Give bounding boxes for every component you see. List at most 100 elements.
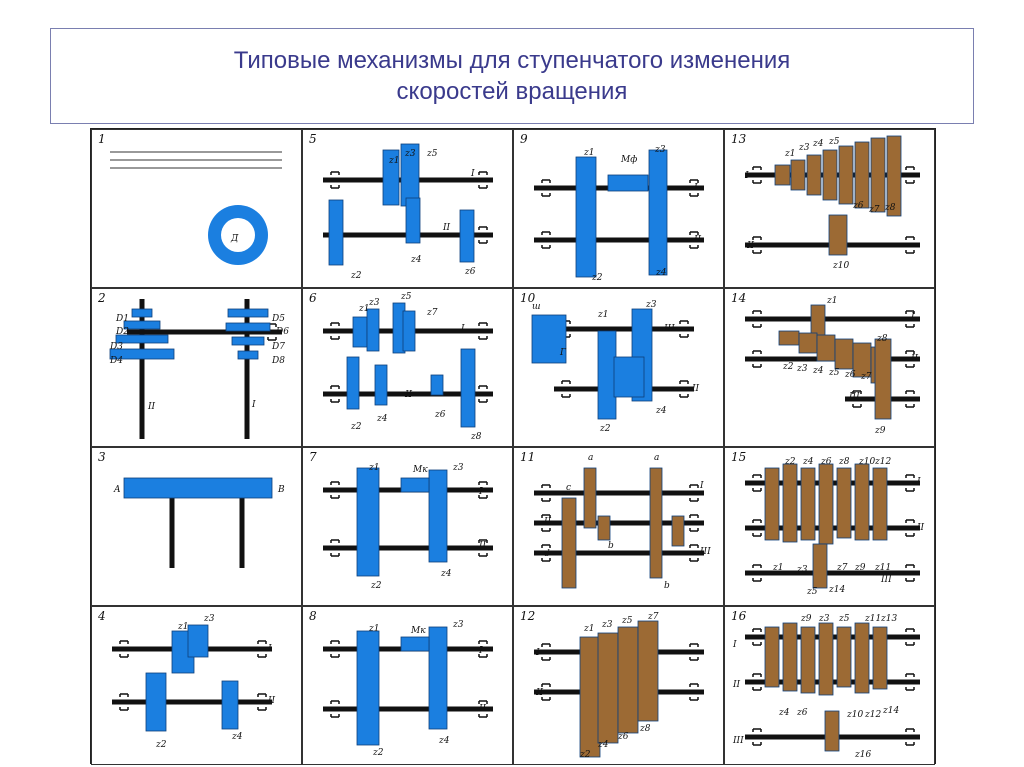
gear-label: I [699,481,704,491]
bearing [541,683,551,701]
vertical-shaft [244,299,250,439]
gear-label: z4 [655,406,667,416]
gear-label: z14 [882,706,899,716]
gear-label: Д [230,234,239,244]
shaft [534,550,704,556]
gear [328,199,344,266]
gear-label: z2 [155,740,167,750]
gear [838,145,854,205]
gear [774,164,791,186]
gear-label: z2 [782,362,794,372]
gear-label: I [470,169,475,179]
gear-label: d [544,549,550,559]
gear-label: z7 [860,372,872,382]
bearing [689,683,699,701]
gear [834,338,854,370]
gear-label: z1 [358,304,369,314]
gear-label: I [478,646,483,656]
gear-label: z4 [655,268,667,278]
gear [356,630,380,746]
gear-label: II [535,688,544,698]
gear-label: z2 [784,457,796,467]
gear-label: III [663,324,675,334]
gear [405,197,421,244]
gear-label: II [693,235,702,245]
gear-label: z3 [818,614,830,624]
gear [764,467,780,541]
bearing [752,350,762,368]
bearing [689,514,699,532]
bearing [478,539,488,557]
gear-label: z6 [434,410,446,420]
gear-label: z5 [806,587,818,597]
gear-label: z3 [203,614,215,624]
bearing [330,322,340,340]
gear-label: z5 [838,614,850,624]
gear-label: b [608,541,614,551]
gear-label: z8 [470,432,482,442]
gear-label: z4 [440,569,452,579]
gear-label: z3 [796,364,808,374]
gear-label: z13 [880,614,897,624]
bearing [541,643,551,661]
gear-label: z5 [426,149,438,159]
gear-label: D4 [109,356,123,366]
gear [428,626,448,730]
gear-label: z10 [846,710,863,720]
gear-label: z4 [812,139,824,149]
gear-label: II [732,680,741,690]
gear [812,543,828,589]
gear-label: D1 [115,314,129,324]
gear [145,672,167,732]
gear-label: III [732,736,744,746]
gear-label: z3 [796,565,808,575]
gear [237,350,259,360]
gear-label: a [588,453,593,463]
bearing [119,640,129,658]
bearing [752,728,762,746]
gear [648,149,668,276]
gear [400,477,430,493]
gear [854,463,870,541]
bearing [541,544,551,562]
gear-label: II [478,541,487,551]
gear [800,626,816,694]
gear-label: z6 [844,370,856,380]
motor-core [221,218,255,252]
slide-title: Типовые механизмы для ступенчатого измен… [51,45,973,107]
gear [430,374,444,396]
gear-label: z3 [452,463,464,473]
shaft [534,237,704,243]
gear-label: D8 [271,356,285,366]
gear-label: z3 [404,149,416,159]
gear-label: z8 [838,457,850,467]
gear-label: z6 [820,457,832,467]
bearing [478,640,488,658]
gear-label: z3 [798,143,810,153]
shaft [745,570,920,576]
gear [782,622,798,692]
gear [822,149,838,201]
gear-label: I [460,324,465,334]
bearing [752,673,762,691]
gear [115,334,169,344]
bearing [689,231,699,249]
gear-label: a [654,453,659,463]
gear-label: Мк [410,626,426,636]
gear [382,149,400,206]
shaft [112,699,272,705]
gear [227,308,269,318]
bearing [752,166,762,184]
bearing [330,640,340,658]
gear-label: D7 [271,342,285,352]
gear-label: II [916,523,925,533]
